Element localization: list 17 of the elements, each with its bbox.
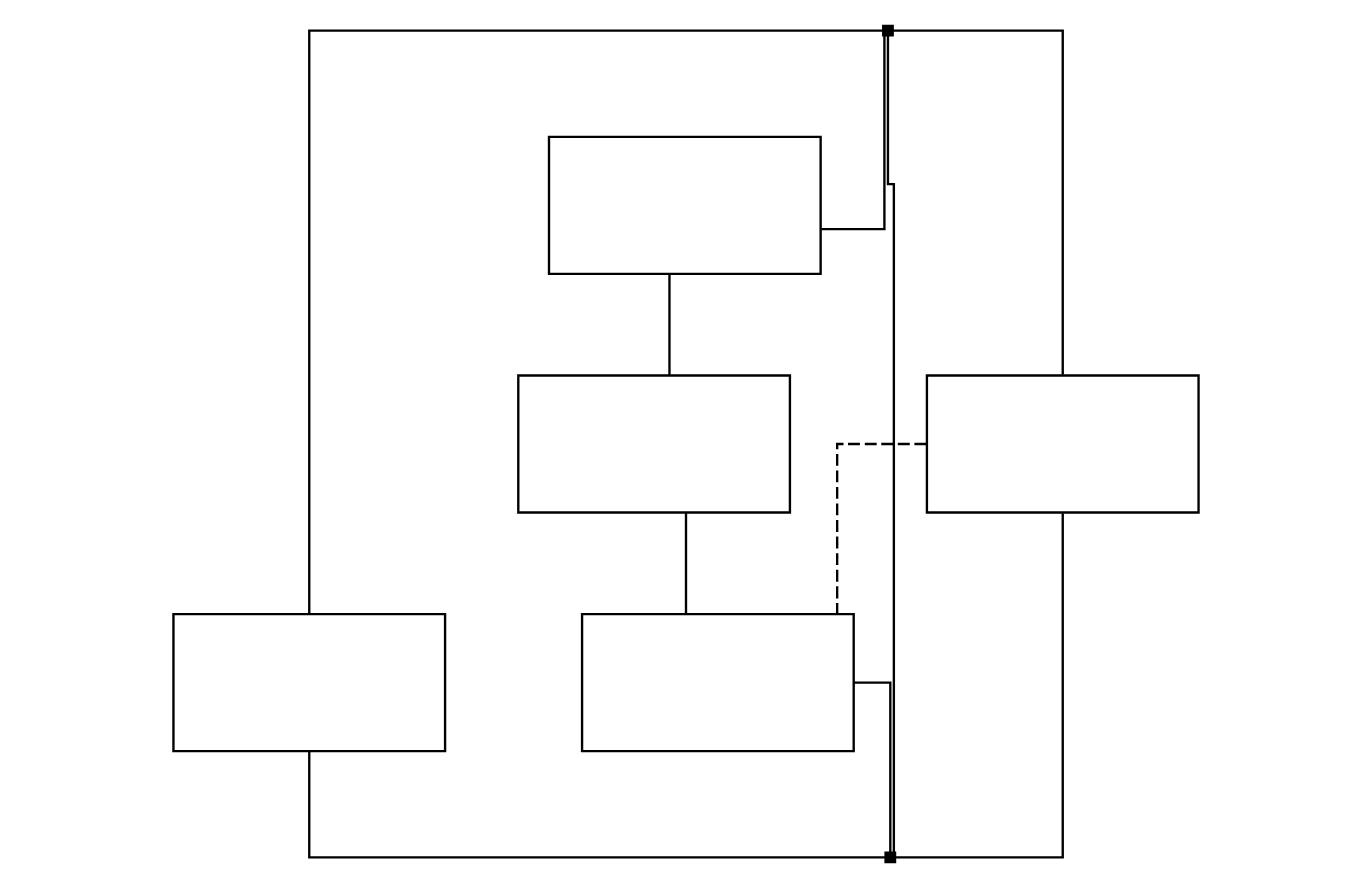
connector: [886, 35, 896, 853]
connector: [836, 442, 927, 614]
connector: [308, 29, 883, 614]
connector: [853, 681, 892, 853]
connector: [684, 513, 688, 614]
node-bar: [882, 24, 894, 37]
node-box: [517, 374, 792, 514]
connector: [895, 513, 1064, 859]
node-box: [547, 135, 822, 276]
node-box: [925, 374, 1200, 514]
connector: [668, 274, 671, 376]
connector: [821, 35, 886, 231]
connector: [893, 29, 1064, 375]
node-box: [580, 612, 855, 753]
node-bar: [884, 851, 897, 864]
node-box: [172, 612, 447, 753]
connector: [308, 751, 886, 859]
